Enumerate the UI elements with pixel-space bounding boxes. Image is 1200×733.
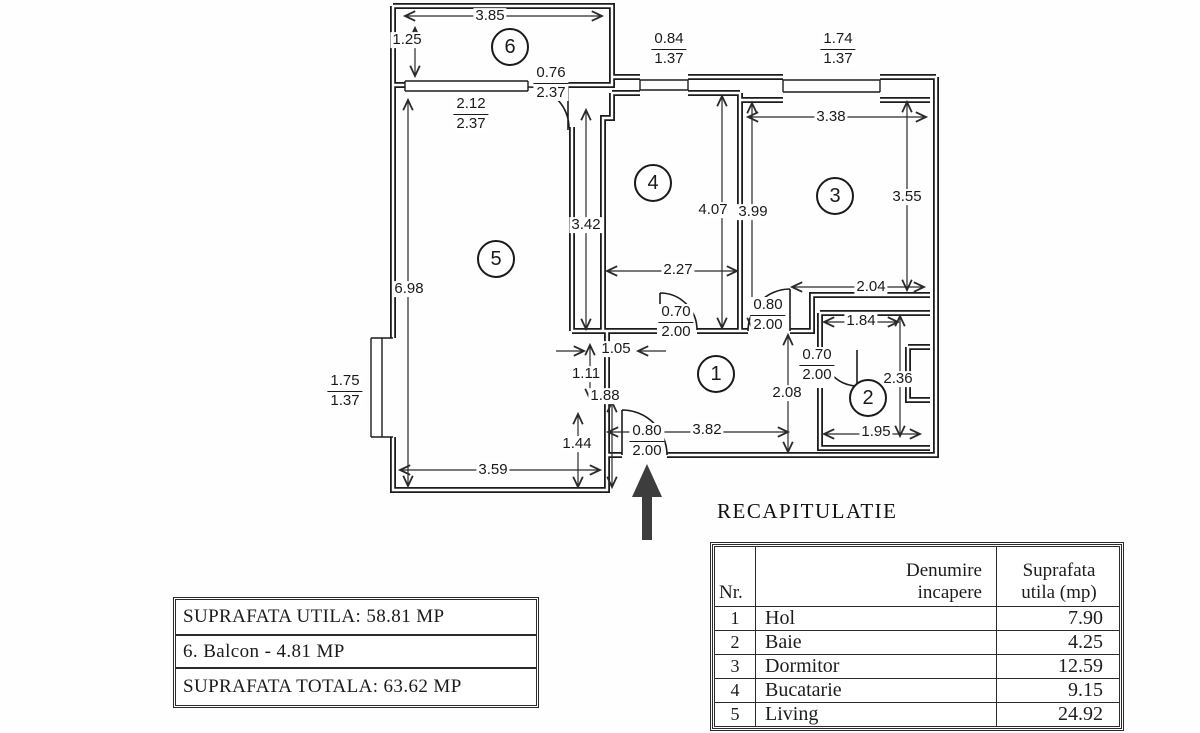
entrance-arrow-icon xyxy=(632,464,662,540)
frac-kitchen-door: 0.70 2.00 xyxy=(658,303,694,340)
dim-hall-left-upper: 1.11 xyxy=(569,365,603,383)
frac-bedroom-door: 0.80 2.00 xyxy=(750,296,786,333)
frac-kitchen-window: 0.84 1.37 xyxy=(651,30,687,67)
table-row: 2 Baie 4.25 xyxy=(714,630,1120,655)
dim-balcony-width: 3.85 xyxy=(473,7,507,25)
table-row: 5 Living 24.92 xyxy=(714,702,1120,727)
frac-living-window: 2.12 2.37 xyxy=(453,95,489,132)
dim-shaft-height: 3.42 xyxy=(569,216,603,234)
dim-hall-width: 3.82 xyxy=(690,421,724,439)
table-row: 3 Dormitor 12.59 xyxy=(714,654,1120,679)
dim-balcony-depth: 1.25 xyxy=(390,31,424,49)
recap-title: RECAPITULATIE xyxy=(717,499,898,523)
dim-living-height: 6.98 xyxy=(392,280,426,298)
col-header-area: Suprafata utila (mp) xyxy=(996,546,1120,607)
col-header-nr: Nr. xyxy=(714,546,756,607)
frac-bedroom-window: 1.74 1.37 xyxy=(820,30,856,67)
room-circle-living: 5 xyxy=(477,240,515,278)
room-circle-balcony: 6 xyxy=(491,28,529,66)
room-circle-bath: 2 xyxy=(849,379,887,417)
summary-total-area: SUPRAFATA TOTALA: 63.62 MP xyxy=(176,667,536,705)
area-summary-box: SUPRAFATA UTILA: 58.81 MP 6. Balcon - 4.… xyxy=(173,597,539,708)
frac-balcony-door: 0.76 2.37 xyxy=(533,64,569,101)
summary-balcony-area: 6. Balcon - 4.81 MP xyxy=(176,634,536,667)
frac-entry-door: 0.80 2.00 xyxy=(629,422,665,459)
dim-bedroom-width: 3.38 xyxy=(814,108,848,126)
col-header-name: Denumire incapere xyxy=(755,546,997,607)
dim-living-width: 3.59 xyxy=(476,461,510,479)
dim-bath-top: 1.84 xyxy=(844,312,878,330)
summary-useful-area: SUPRAFATA UTILA: 58.81 MP xyxy=(183,606,445,627)
table-row: 4 Bucatarie 9.15 xyxy=(714,678,1120,703)
frac-left-window: 1.75 1.37 xyxy=(327,372,363,409)
dim-hall-left-lower: 1.88 xyxy=(588,387,622,405)
walls xyxy=(390,3,939,493)
room-circle-hall: 1 xyxy=(697,355,735,393)
dim-bedroom-left: 3.99 xyxy=(736,203,770,221)
dim-hall-top: 1.05 xyxy=(599,340,633,358)
dim-hall-height: 2.08 xyxy=(770,384,804,402)
room-circle-kitchen: 4 xyxy=(634,164,672,202)
table-row: 1 Hol 7.90 xyxy=(714,606,1120,631)
dim-living-step: 1.44 xyxy=(560,435,594,453)
dim-bath-bottom: 1.95 xyxy=(859,423,893,441)
dim-bedroom-height: 3.55 xyxy=(890,188,924,206)
dim-kitchen-width: 2.27 xyxy=(661,261,695,279)
frac-bath-door: 0.70 2.00 xyxy=(799,346,835,383)
recap-table: Nr. Denumire incapere Suprafata utila (m… xyxy=(710,542,1124,731)
room-circle-bedroom: 3 xyxy=(816,177,854,215)
dim-bath-height: 2.36 xyxy=(881,370,915,388)
dim-bedroom-bottom: 2.04 xyxy=(854,278,888,296)
dim-kitchen-height: 4.07 xyxy=(696,201,730,219)
window-lines xyxy=(370,79,881,438)
